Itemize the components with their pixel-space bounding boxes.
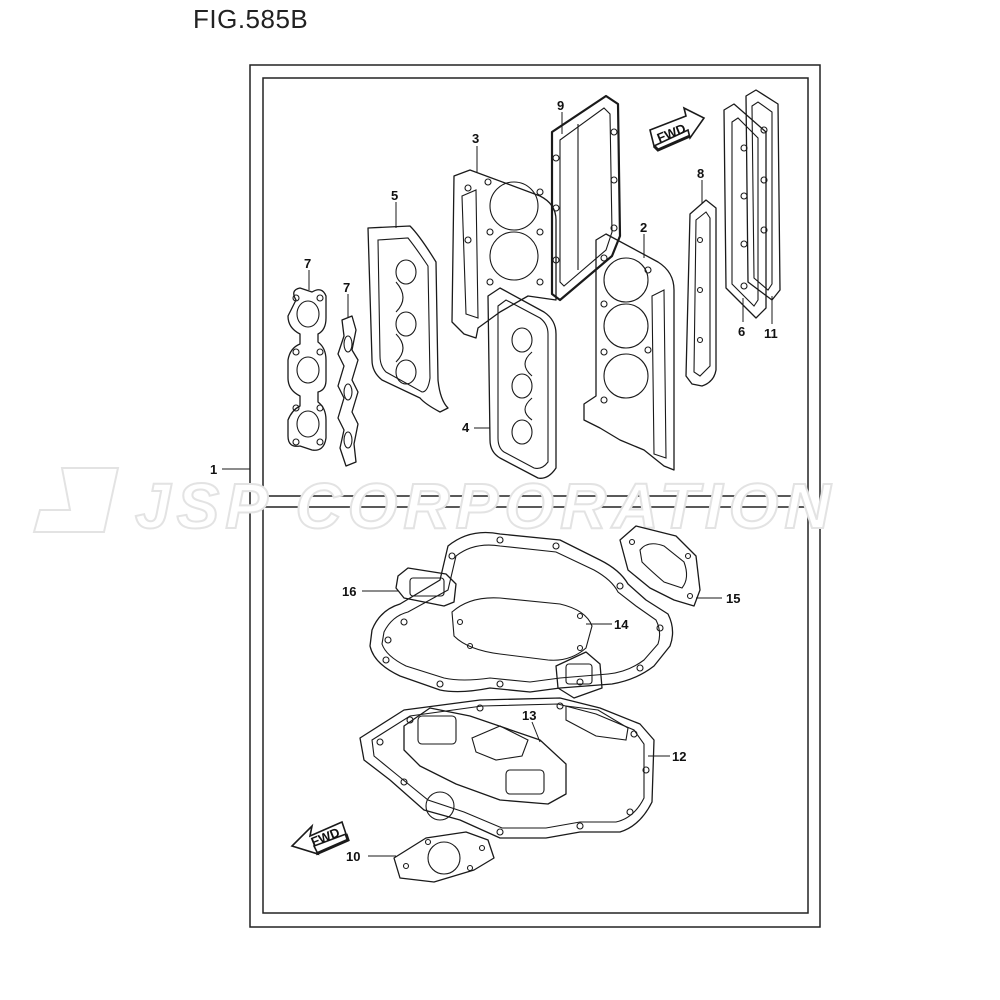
- watermark-text: JSP CORPORATION: [135, 470, 837, 542]
- gasket-10: [393, 831, 495, 883]
- callout-10: 10: [346, 849, 360, 864]
- callout-3: 3: [472, 131, 479, 146]
- lower-panel: [262, 506, 809, 914]
- fwd-arrow-upper-icon: FWD: [649, 106, 706, 152]
- callout-4: 4: [462, 420, 470, 435]
- gasket-12: [359, 697, 655, 839]
- gasket-16: [395, 567, 457, 607]
- gasket-small-right: [555, 651, 603, 699]
- callout-2: 2: [640, 220, 647, 235]
- callout-9: 9: [557, 98, 564, 113]
- leader-lines: [222, 112, 773, 857]
- callout-13: 13: [522, 708, 536, 723]
- gasket-9: [550, 94, 622, 302]
- callout-6: 6: [738, 324, 745, 339]
- gasket-7-narrow: [337, 315, 359, 467]
- callout-5: 5: [391, 188, 398, 203]
- callout-15: 15: [726, 591, 740, 606]
- callout-1: 1: [210, 462, 217, 477]
- gasket-3-head: [451, 169, 557, 339]
- gasket-6: [723, 103, 767, 319]
- fwd-upper-label: FWD: [655, 121, 688, 146]
- callout-8: 8: [697, 166, 704, 181]
- gasket-13: [403, 705, 629, 805]
- gasket-5-valve-cover: [367, 225, 449, 413]
- watermark: JSP CORPORATION: [32, 467, 837, 543]
- callout-12: 12: [672, 749, 686, 764]
- gasket-2-head: [583, 233, 675, 471]
- outer-frame: [249, 64, 821, 928]
- figure-title: FIG.585B: [193, 4, 309, 34]
- gasket-14: [369, 531, 674, 693]
- fwd-arrow-lower-icon: FWD: [290, 820, 350, 856]
- callout-7b: 7: [343, 280, 350, 295]
- callout-7a: 7: [304, 256, 311, 271]
- callout-11: 11: [764, 326, 778, 341]
- gasket-4-valve-cover: [487, 287, 557, 479]
- gasket-7-left: [287, 287, 327, 451]
- gasket-8: [685, 199, 717, 387]
- upper-panel: [262, 77, 809, 497]
- callout-14: 14: [614, 617, 629, 632]
- gasket-11: [745, 89, 781, 301]
- callout-16: 16: [342, 584, 356, 599]
